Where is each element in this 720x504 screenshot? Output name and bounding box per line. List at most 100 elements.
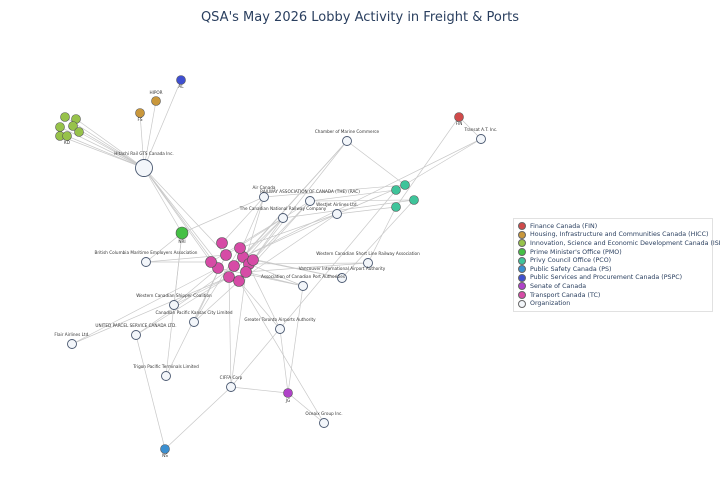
edge-line (252, 259, 343, 279)
office-node[interactable] (400, 180, 410, 190)
legend-item[interactable]: Housing, Infrastructure and Communities … (518, 230, 708, 240)
organization-node[interactable] (67, 339, 77, 349)
office-node[interactable] (409, 195, 419, 205)
node-label: CIFFA Corp (220, 375, 243, 380)
network-nodes (55, 75, 486, 454)
office-node[interactable] (234, 242, 246, 254)
legend-item[interactable]: Innovation, Science and Economic Develop… (518, 239, 720, 248)
edge-line (72, 125, 145, 169)
edge-line (145, 254, 227, 263)
organization-node[interactable] (141, 257, 151, 267)
organization-node[interactable] (135, 159, 153, 177)
legend-item[interactable]: Privy Council Office (PCO) (518, 256, 708, 265)
office-node[interactable] (205, 256, 217, 268)
office-node[interactable] (62, 131, 72, 141)
edge-line (309, 189, 397, 202)
office-node[interactable] (220, 249, 232, 261)
office-node[interactable] (223, 271, 235, 283)
edge-line (75, 118, 145, 169)
office-node[interactable] (68, 121, 78, 131)
edge-line (64, 116, 145, 169)
organization-node[interactable] (278, 213, 288, 223)
edge-line (173, 267, 219, 306)
office-node[interactable] (216, 237, 228, 249)
office-node[interactable] (454, 112, 464, 122)
office-node[interactable] (240, 266, 252, 278)
office-node[interactable] (233, 275, 245, 287)
edge-line (71, 276, 230, 345)
node-label: NS (162, 453, 168, 458)
office-node[interactable] (175, 226, 189, 240)
office-node[interactable] (60, 112, 70, 122)
legend-item[interactable]: Transport Canada (TC) (518, 291, 708, 300)
edge-line (143, 167, 227, 256)
node-label: Western Canadian Short Line Railway Asso… (316, 251, 420, 256)
organization-node[interactable] (189, 317, 199, 327)
legend-label: Privy Council Office (PCO) (530, 257, 612, 265)
organization-node[interactable] (305, 196, 315, 206)
edge-line (193, 247, 241, 323)
edge-line (221, 196, 265, 244)
node-label: KD (64, 140, 70, 145)
office-node[interactable] (55, 122, 65, 132)
legend: Finance Canada (FIN)Housing, Infrastruct… (513, 218, 720, 312)
edge-line (279, 328, 289, 394)
organization-node[interactable] (226, 382, 236, 392)
node-label: Greater Toronto Airports Authority (244, 317, 316, 322)
organization-node[interactable] (161, 371, 171, 381)
organization-node[interactable] (332, 209, 342, 219)
organization-node[interactable] (319, 418, 329, 428)
organization-node[interactable] (131, 330, 141, 340)
edge-line (341, 199, 415, 279)
office-node[interactable] (151, 96, 161, 106)
node-label: Vancouver International Airport Authorit… (299, 266, 386, 271)
office-node[interactable] (391, 202, 401, 212)
legend-item[interactable]: Public Safety Canada (PS) (518, 265, 708, 274)
organization-node[interactable] (275, 324, 285, 334)
edge-line (135, 334, 166, 450)
office-node[interactable] (176, 75, 186, 85)
legend-item[interactable]: Prime Minister's Office (PMO) (518, 248, 708, 257)
edge-line (238, 280, 325, 424)
legend-swatch (518, 282, 526, 291)
edge-line (139, 112, 145, 169)
edge-line (395, 138, 482, 191)
edge-line (135, 276, 230, 336)
edge-line (252, 140, 348, 261)
legend-item[interactable]: Public Services and Procurement Canada (… (518, 273, 708, 283)
legend-item[interactable]: Organization (518, 299, 708, 308)
organization-node[interactable] (476, 134, 486, 144)
organization-node[interactable] (337, 273, 347, 283)
edge-line (59, 126, 145, 169)
legend-swatch (518, 230, 526, 239)
legend-swatch (518, 239, 526, 248)
edge-line (165, 254, 227, 377)
office-node[interactable] (247, 254, 259, 266)
node-label: FIN (456, 121, 463, 126)
office-node[interactable] (135, 108, 145, 118)
organization-node[interactable] (363, 258, 373, 268)
office-node[interactable] (160, 444, 170, 454)
organization-node[interactable] (342, 136, 352, 146)
edge-line (66, 135, 145, 169)
node-label: HIPOR (149, 90, 162, 95)
office-node[interactable] (283, 388, 293, 398)
legend-item[interactable]: Senate of Canada (518, 282, 708, 291)
legend-swatch (518, 265, 526, 274)
edge-line (252, 217, 284, 261)
edge-line (287, 392, 325, 424)
office-node[interactable] (74, 127, 84, 137)
legend-item[interactable]: Finance Canada (FIN) (518, 222, 708, 231)
node-label: WestJet Airlines Ltd. (316, 202, 358, 207)
organization-node[interactable] (298, 281, 308, 291)
legend-label: Innovation, Science and Economic Develop… (530, 239, 720, 247)
organization-node[interactable] (259, 192, 269, 202)
organization-node[interactable] (169, 300, 179, 310)
node-label: Association of Canadian Port Authorities (261, 274, 345, 279)
office-node[interactable] (391, 185, 401, 195)
edge-line (395, 116, 460, 208)
office-node[interactable] (228, 260, 240, 272)
chart-title: QSA's May 2026 Lobby Activity in Freight… (200, 10, 520, 25)
edge-line (143, 79, 182, 169)
